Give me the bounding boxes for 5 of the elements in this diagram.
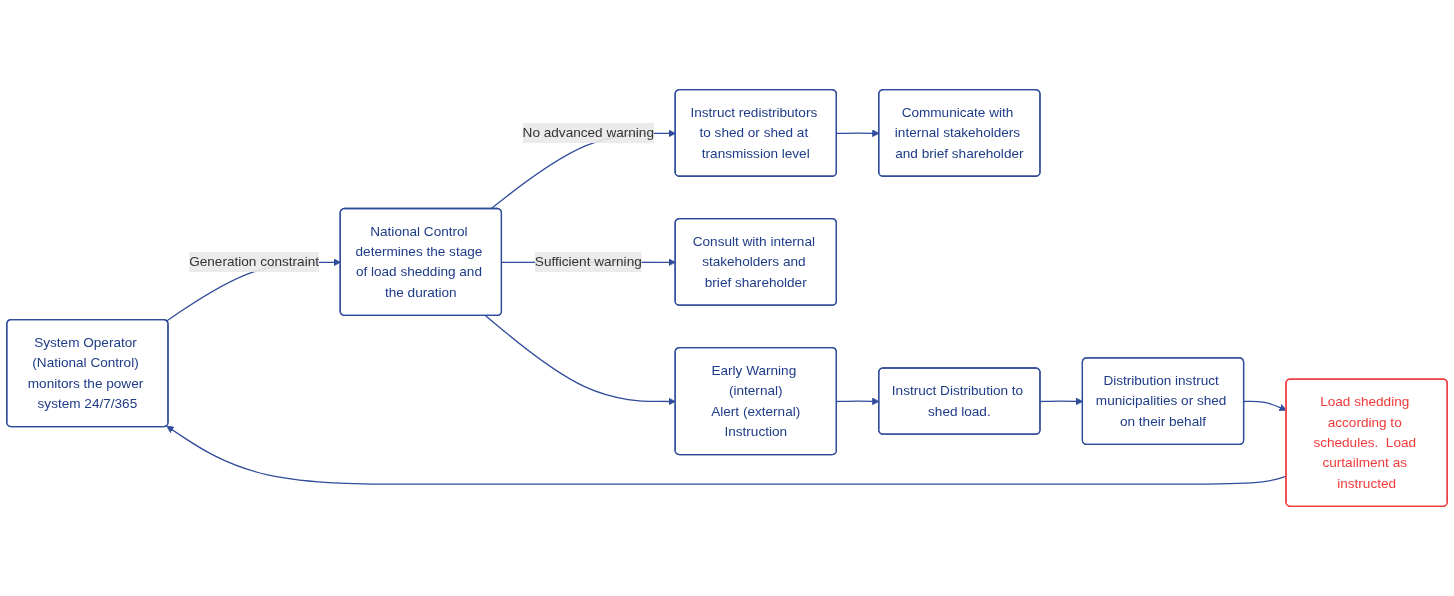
arrow [1243,400,1287,411]
edge-label: Sufficient warning [534,254,642,269]
arrow [484,315,676,406]
edge-label: No advanced warning [522,125,654,140]
edge-label: Generation constraint [189,254,319,269]
